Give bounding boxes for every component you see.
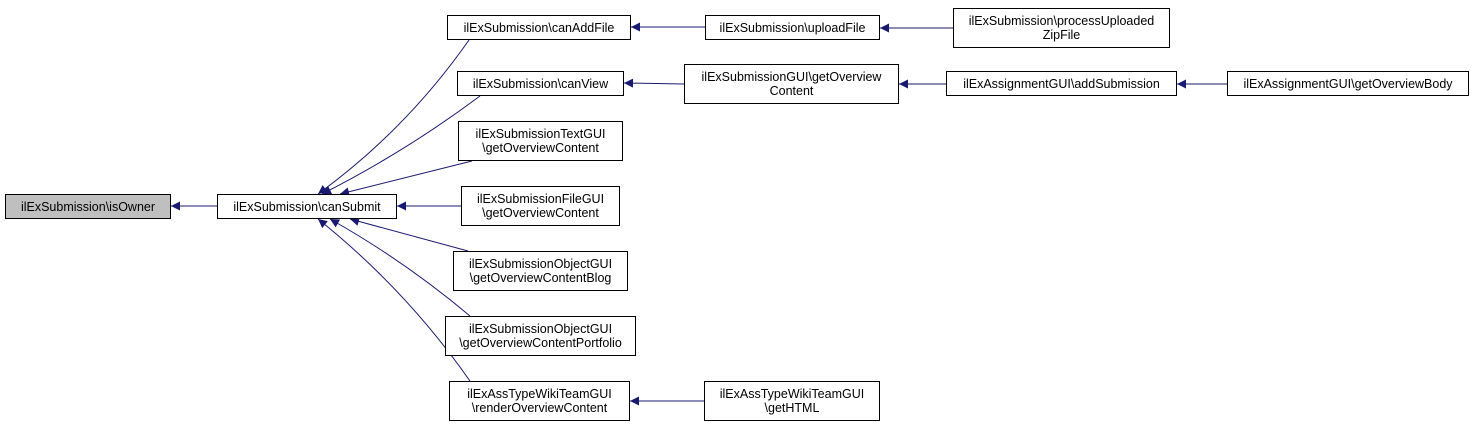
edge-subGUIOverview-to-canView [623, 78, 685, 88]
node-label-line: ilExAssTypeWikiTeamGUI [467, 387, 612, 401]
node-label-line: ZipFile [1042, 28, 1081, 42]
node-label-line: ilExSubmissionObjectGUI [468, 322, 613, 336]
edge-wikiRender-to-canSubmit [317, 218, 471, 382]
node-label-line: ilExSubmission\isOwner [20, 199, 156, 214]
node-uploadFile[interactable]: ilExSubmission\uploadFile [705, 15, 880, 40]
node-label-line: ilExSubmissionObjectGUI [468, 257, 613, 271]
node-label-line: \getHTML [764, 401, 820, 415]
node-label-line: ilExSubmissionFileGUI [476, 192, 605, 206]
node-label-line: ilExSubmissionGUI\getOverview [701, 70, 882, 84]
node-label-line: \renderOverviewContent [471, 401, 608, 415]
node-label-line: ilExSubmission\processUploaded [968, 14, 1155, 28]
edge-textGUI-to-canSubmit [339, 160, 473, 197]
node-overviewBody[interactable]: ilExAssignmentGUI\getOverviewBody [1227, 71, 1469, 96]
node-textGUI[interactable]: ilExSubmissionTextGUI\getOverviewContent [458, 121, 623, 161]
node-label-line: ilExSubmission\uploadFile [719, 20, 866, 35]
edge-objBlog-to-canSubmit [349, 217, 469, 252]
node-canAddFile[interactable]: ilExSubmission\canAddFile [447, 15, 631, 40]
node-objPortfolio[interactable]: ilExSubmissionObjectGUI\getOverviewConte… [445, 316, 636, 356]
node-label-line: Content [769, 84, 814, 98]
node-objBlog[interactable]: ilExSubmissionObjectGUI\getOverviewConte… [453, 251, 628, 291]
edge-canAddFile-to-canSubmit [317, 39, 470, 195]
node-label-line: \getOverviewContentBlog [469, 271, 612, 285]
node-wikiGetHTML[interactable]: ilExAssTypeWikiTeamGUI\getHTML [704, 381, 880, 421]
node-label-line: ilExSubmission\canSubmit [233, 199, 381, 214]
node-label-line: \getOverviewContent [482, 206, 599, 220]
node-label-line: ilExAssignmentGUI\getOverviewBody [1243, 76, 1453, 91]
node-wikiRender[interactable]: ilExAssTypeWikiTeamGUI\renderOverviewCon… [449, 381, 630, 421]
node-addSubmission[interactable]: ilExAssignmentGUI\addSubmission [946, 71, 1177, 96]
node-canSubmit[interactable]: ilExSubmission\canSubmit [217, 194, 397, 219]
node-canView[interactable]: ilExSubmission\canView [457, 71, 624, 96]
node-label-line: \getOverviewContentPortfolio [459, 336, 622, 350]
node-label-line: \getOverviewContent [482, 141, 599, 155]
node-label-line: ilExSubmissionTextGUI [475, 127, 606, 141]
edge-canView-to-canSubmit [321, 95, 481, 195]
node-isOwner: ilExSubmission\isOwner [5, 194, 171, 219]
node-label-line: ilExAssTypeWikiTeamGUI [719, 387, 865, 401]
node-fileGUI[interactable]: ilExSubmissionFileGUI\getOverviewContent [461, 186, 620, 226]
node-label-line: ilExAssignmentGUI\addSubmission [963, 76, 1160, 91]
edge-objPortfolio-to-canSubmit [329, 218, 471, 317]
node-label-line: ilExSubmission\canView [472, 76, 609, 91]
node-label-line: ilExSubmission\canAddFile [463, 20, 615, 35]
